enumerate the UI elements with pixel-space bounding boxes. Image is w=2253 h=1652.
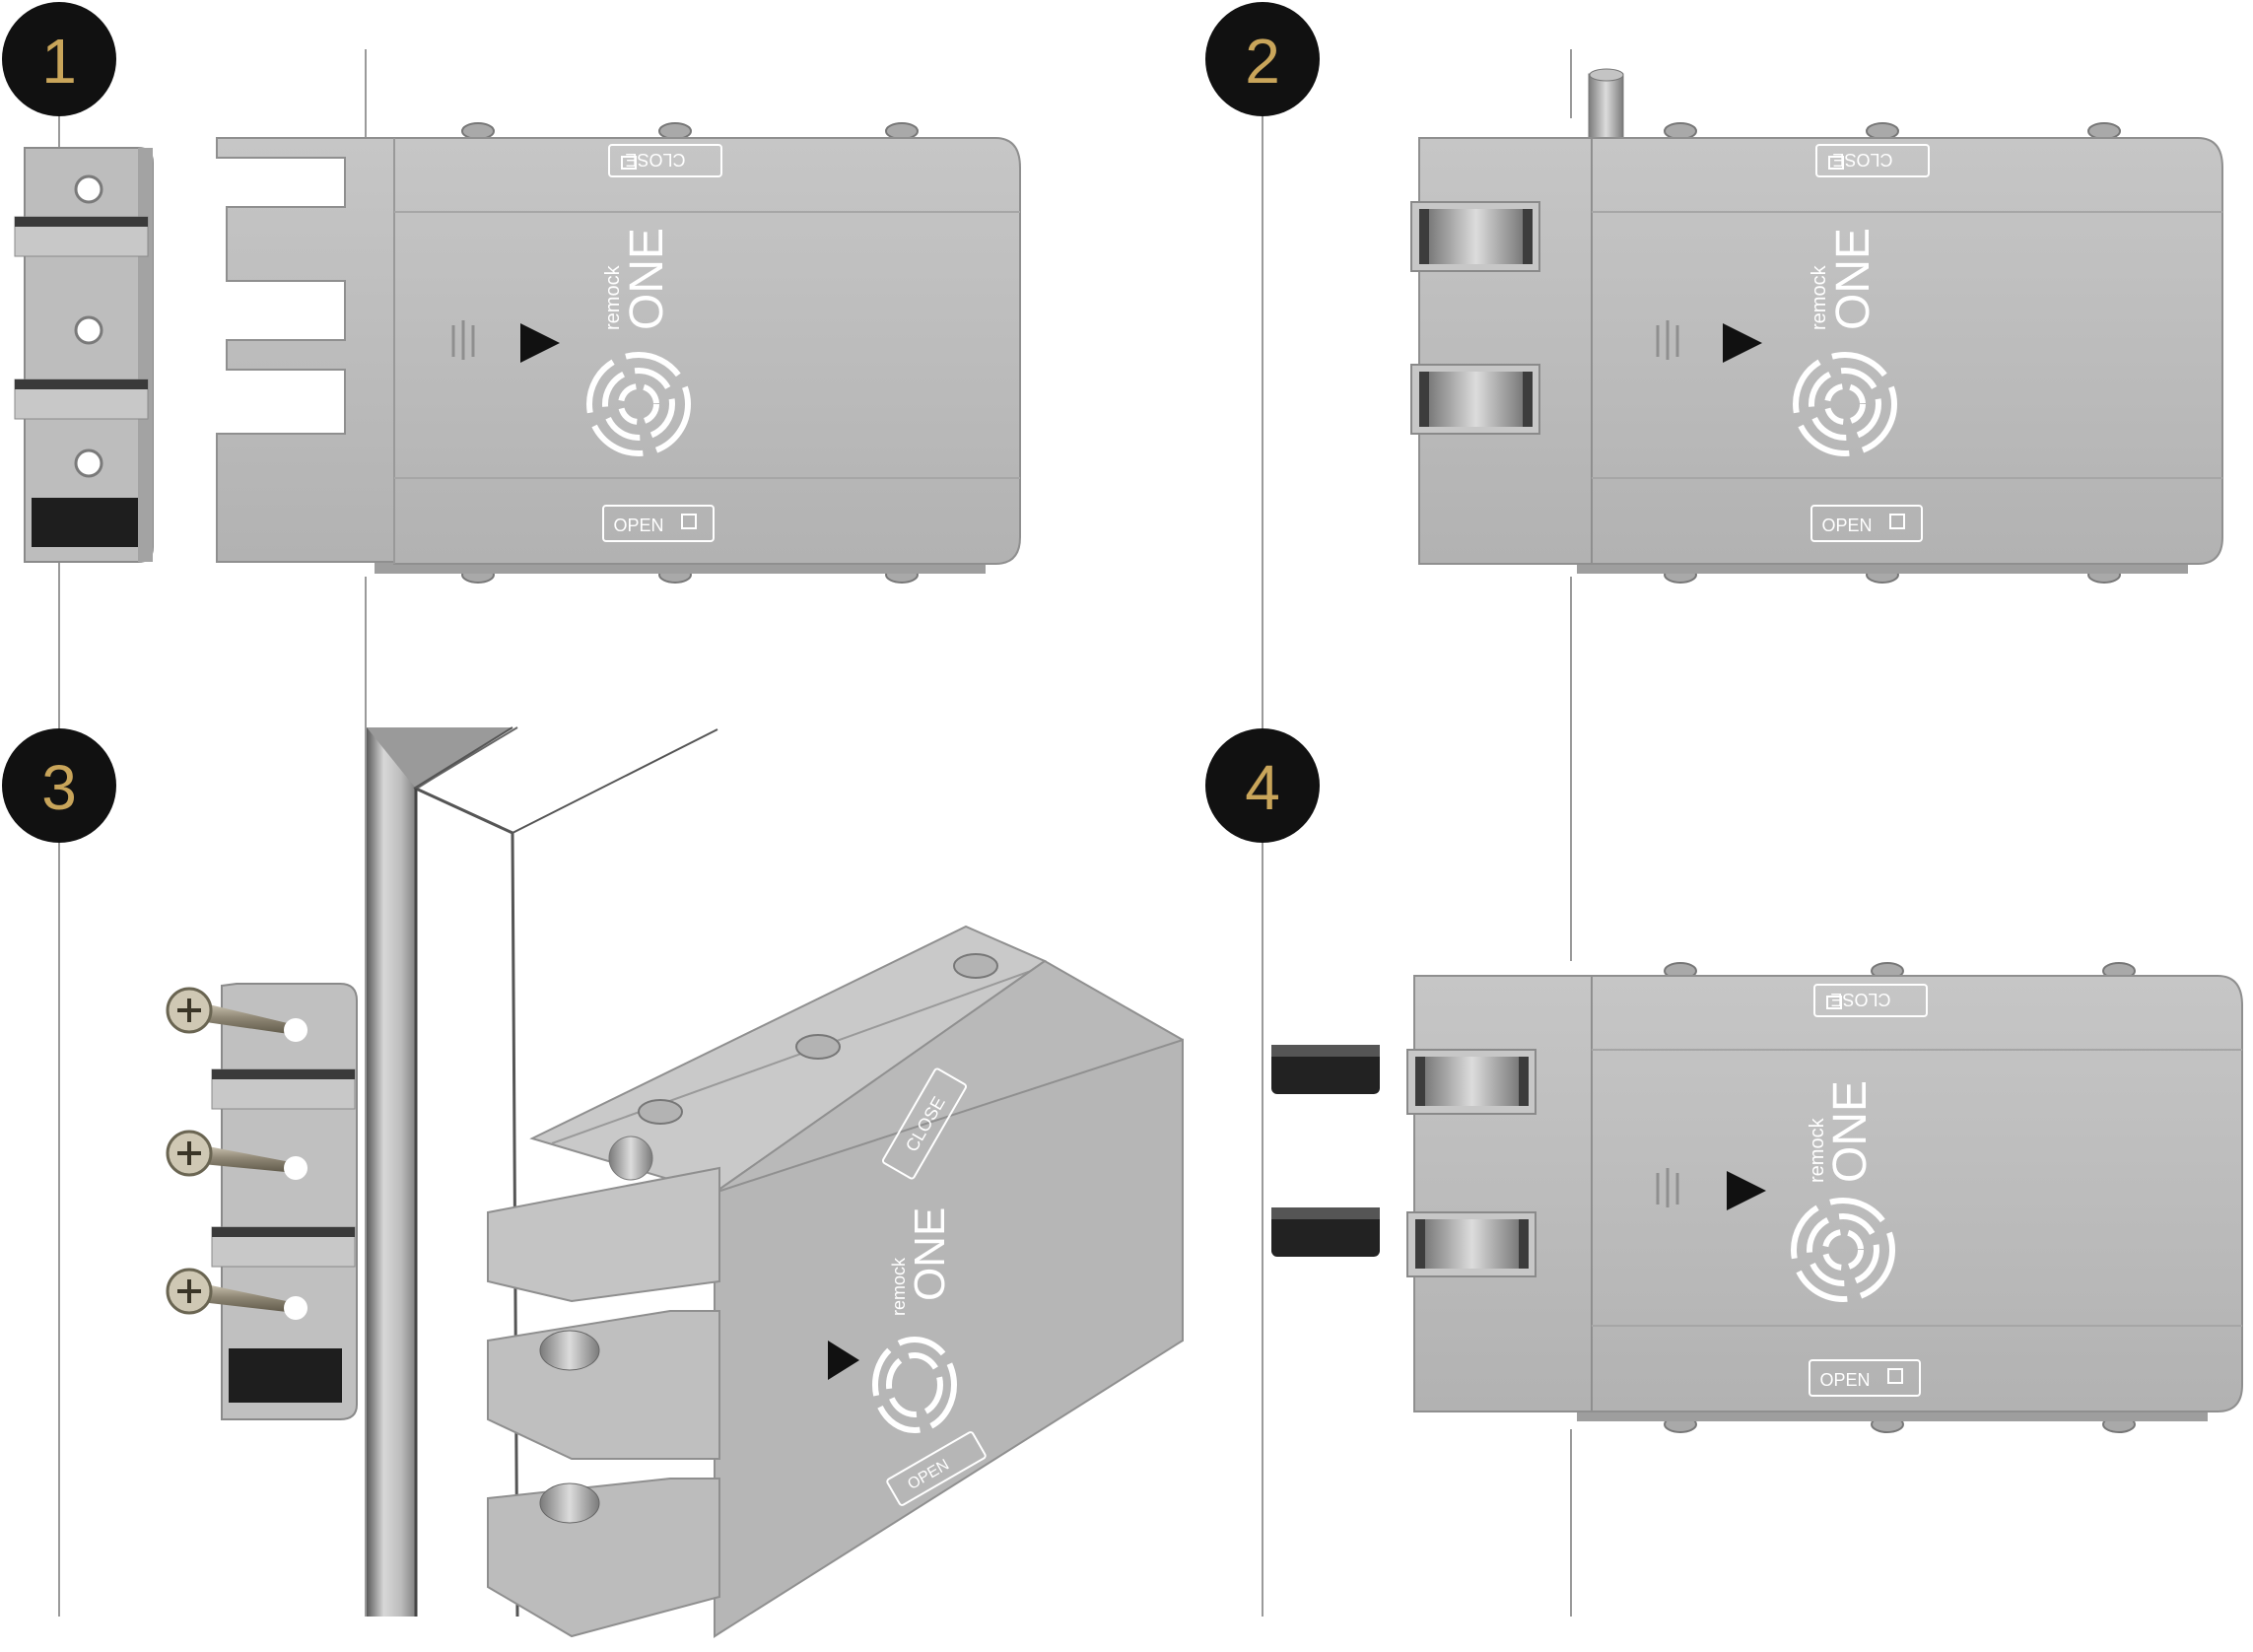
remock-logo-icon xyxy=(1793,352,1897,456)
svg-text:ONE: ONE xyxy=(621,228,673,330)
strike-plate-insert xyxy=(32,498,138,547)
step-badge-3: 3 xyxy=(2,728,116,843)
direction-arrow-icon xyxy=(828,1341,859,1380)
svg-text:4: 4 xyxy=(1245,752,1280,823)
strike-plate-insert xyxy=(229,1348,342,1403)
svg-text:remock: remock xyxy=(602,264,624,330)
svg-text:OPEN: OPEN xyxy=(1819,1370,1870,1390)
step-badge-4: 4 xyxy=(1205,728,1320,843)
step-badge-1: 1 xyxy=(2,2,116,116)
svg-text:2: 2 xyxy=(1245,26,1280,97)
remock-logo-icon xyxy=(1791,1198,1895,1302)
door-frame xyxy=(367,726,718,1618)
svg-text:remock: remock xyxy=(889,1257,909,1316)
lock-body-4: CLOSE OPEN ONE remock xyxy=(1406,962,2243,1433)
svg-text:CLOSE: CLOSE xyxy=(1832,150,1892,170)
guide-lines xyxy=(58,49,1572,1617)
bolt-cap-icon xyxy=(1271,1045,1380,1094)
svg-text:remock: remock xyxy=(1807,1117,1828,1183)
svg-text:remock: remock xyxy=(1809,264,1830,330)
screw-icon xyxy=(166,987,307,1042)
svg-text:OPEN: OPEN xyxy=(613,516,663,535)
lock-body-3: CLOSE OPEN ONE remock xyxy=(487,925,1184,1638)
screw-icon xyxy=(166,1130,307,1180)
remock-logo-icon xyxy=(586,352,691,456)
remock-logo-icon xyxy=(872,1337,957,1433)
screw-icon xyxy=(166,1268,307,1320)
lock-body-2: CLOSE OPEN ONE remock xyxy=(1410,68,2223,584)
direction-arrow-icon xyxy=(520,323,560,363)
svg-text:OPEN: OPEN xyxy=(1821,516,1872,535)
svg-text:3: 3 xyxy=(41,752,77,823)
direction-arrow-icon xyxy=(1723,323,1762,363)
bolt-caps xyxy=(1271,1045,1380,1257)
svg-text:1: 1 xyxy=(41,26,77,97)
step-badge-2: 2 xyxy=(1205,2,1320,116)
svg-text:ONE: ONE xyxy=(1824,1080,1877,1183)
strike-plate-1 xyxy=(14,147,154,563)
svg-text:CLOSE: CLOSE xyxy=(625,150,685,170)
svg-text:ONE: ONE xyxy=(906,1207,954,1301)
svg-text:ONE: ONE xyxy=(1827,228,1879,330)
direction-arrow-icon xyxy=(1727,1171,1766,1210)
svg-text:CLOSE: CLOSE xyxy=(1830,990,1890,1009)
strike-plate-3 xyxy=(166,983,358,1420)
bolt-cap-icon xyxy=(1271,1207,1380,1257)
lock-body-1: CLOSE OPEN ONE remock xyxy=(216,122,1021,584)
